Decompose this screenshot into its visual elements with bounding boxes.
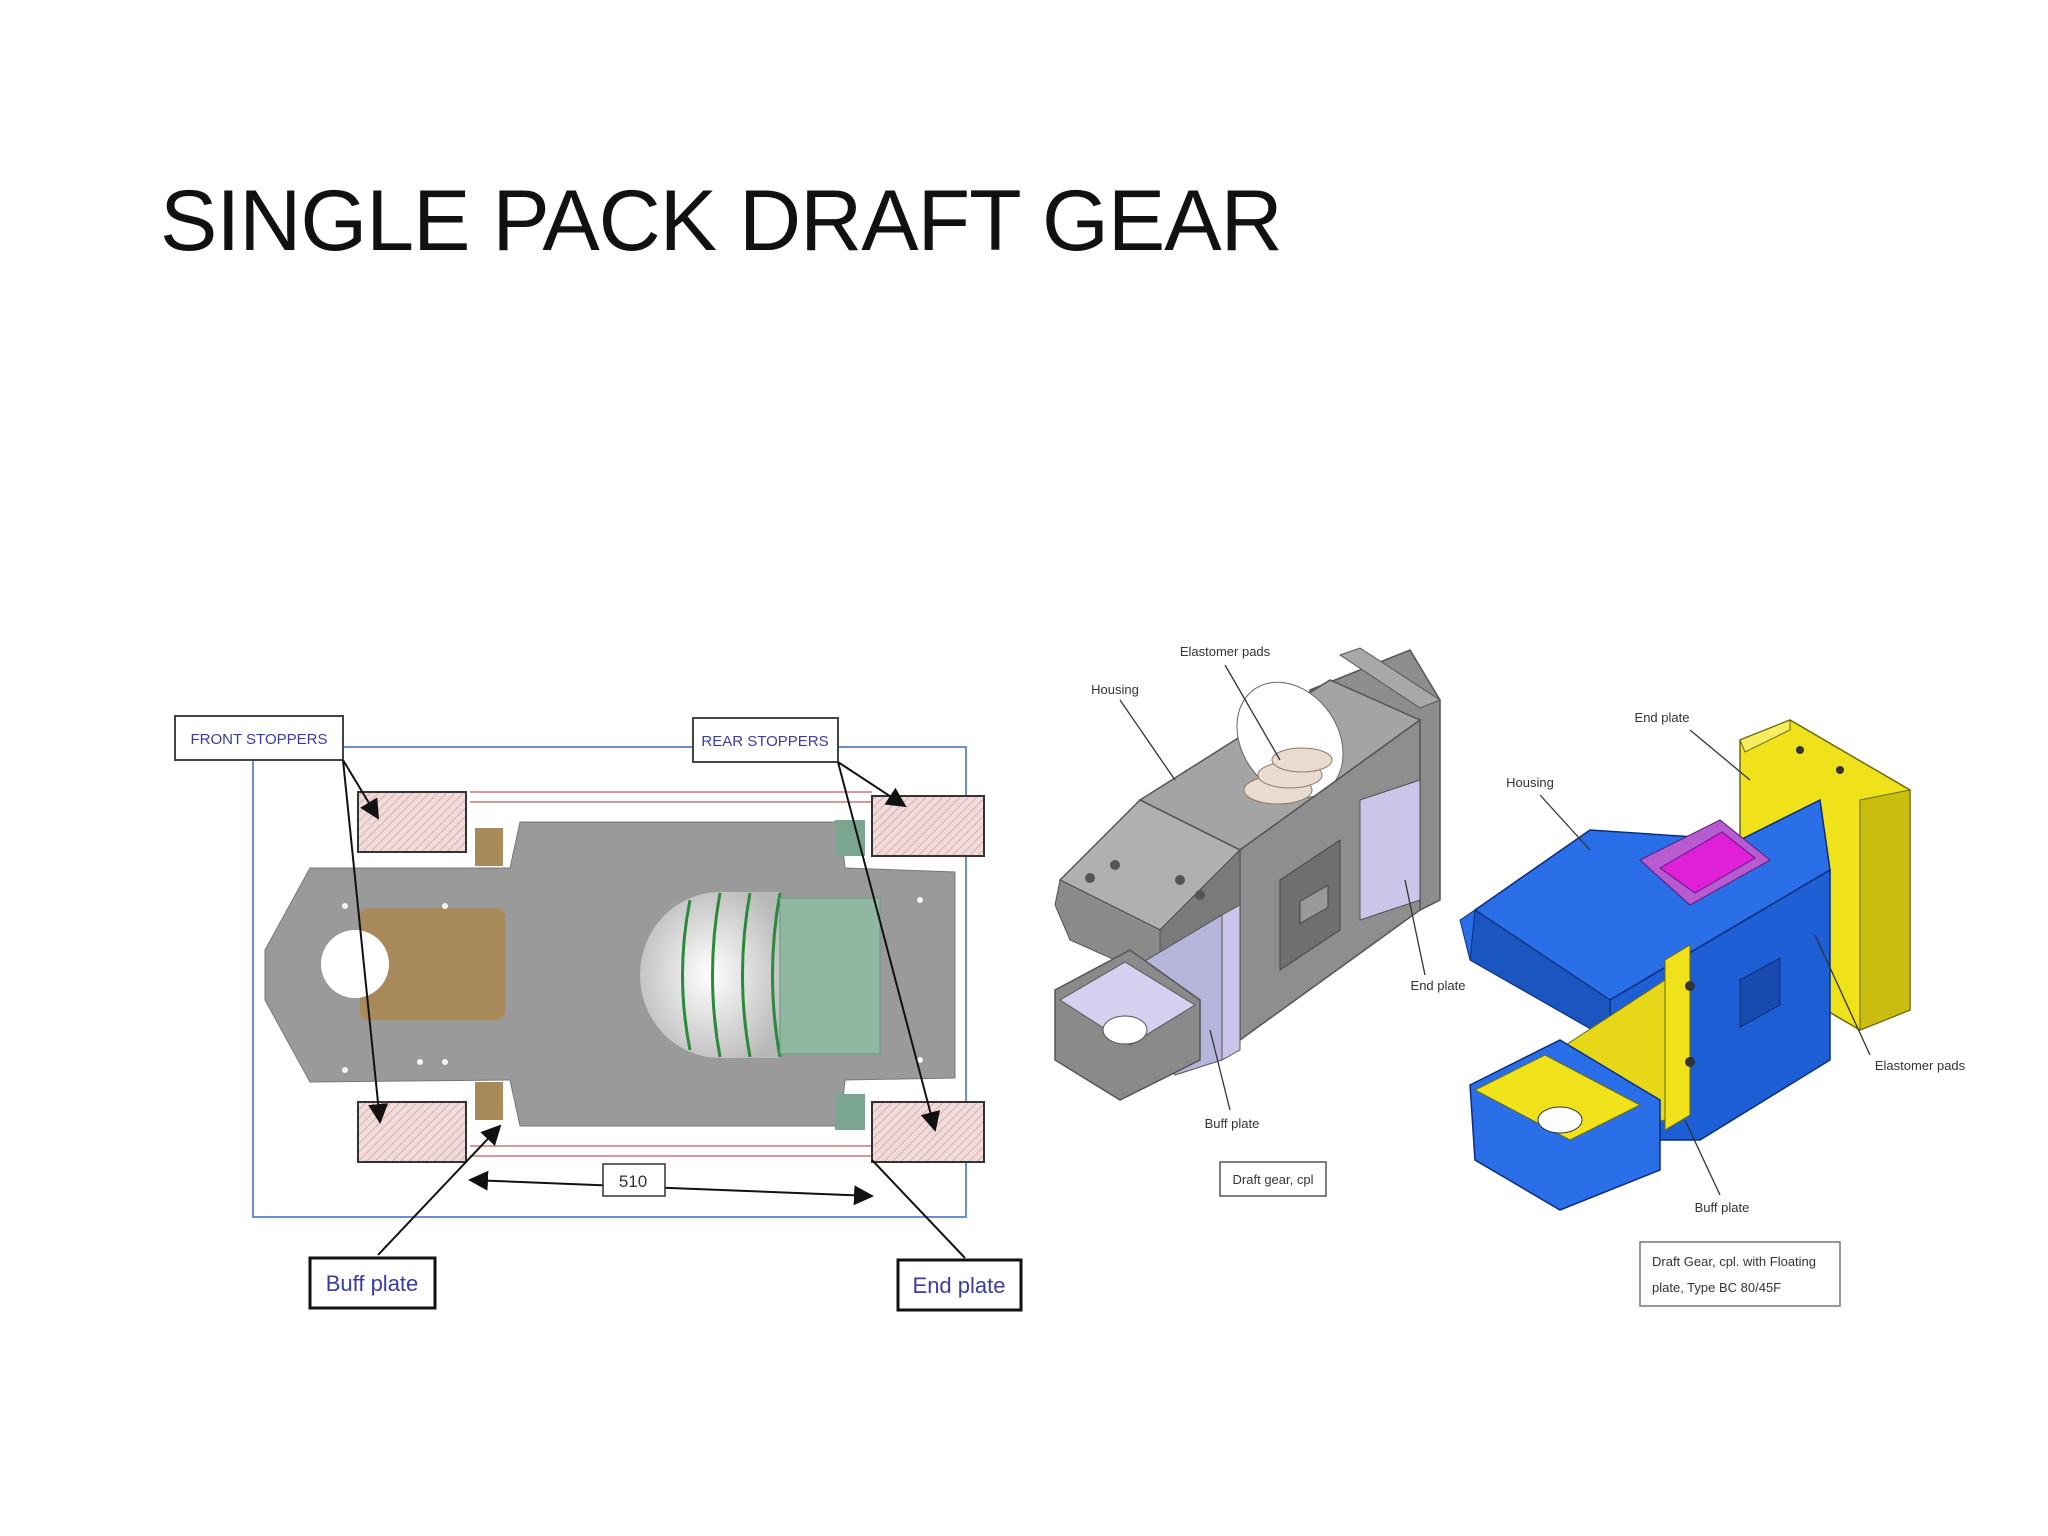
rear-stopper-bottom [871,1101,985,1163]
mid-caption-box [1219,1161,1327,1197]
right-buff-plate-label: Buff plate [1695,1200,1750,1215]
front-stoppers-label: FRONT STOPPERS [191,731,328,748]
front-stoppers-box [174,715,344,761]
yoke [360,908,505,1020]
rear-stoppers-box [692,717,839,763]
rails [470,791,872,1157]
right-caption-box [1639,1241,1841,1307]
end-plate-label: End plate [913,1273,1006,1298]
right-caption-line1: Draft Gear, cpl. with Floating [1652,1254,1816,1269]
dimension-value: 510 [619,1172,647,1191]
rear-stopper-top [871,795,985,857]
buff-plate-label: Buff plate [326,1271,419,1296]
mid-elastomer-pads-label: Elastomer pads [1180,644,1271,659]
slide-title: SINGLE PACK DRAFT GEAR [160,173,1283,269]
buff-plate-box [308,1256,437,1310]
rear-stoppers-label: REAR STOPPERS [701,733,828,750]
drawing-frame [252,746,967,1218]
right-housing-label: Housing [1506,775,1554,790]
left-drawing: FRONT STOPPERS REAR STOPPERS 510 Buff pl… [174,715,1023,1312]
bolt-dots [342,897,923,1073]
end-plate-box [896,1258,1023,1312]
elastomer-pack [779,897,881,1055]
dimension-box [602,1163,666,1197]
middle-spring [1243,747,1333,805]
front-stopper-top [357,791,467,853]
dimension-line [468,1170,874,1206]
mid-housing-label: Housing [1091,682,1139,697]
mid-end-plate-label: End plate [1411,978,1466,993]
pin-hole [321,930,389,998]
front-stopper-bottom [357,1101,467,1163]
right-caption-line2: plate, Type BC 80/45F [1652,1280,1781,1295]
right-end-plate-label: End plate [1635,710,1690,725]
mid-buff-plate-label: Buff plate [1205,1116,1260,1131]
spring-coils [681,892,782,1058]
mid-caption: Draft gear, cpl [1233,1172,1314,1187]
right-model: End plate Housing Elastomer pads Buff pl… [1459,710,1966,1307]
leader-lines [342,759,966,1259]
right-elastomer-pads-label: Elastomer pads [1875,1058,1966,1073]
middle-model: Elastomer pads Housing End plate Buff pl… [1054,644,1466,1197]
